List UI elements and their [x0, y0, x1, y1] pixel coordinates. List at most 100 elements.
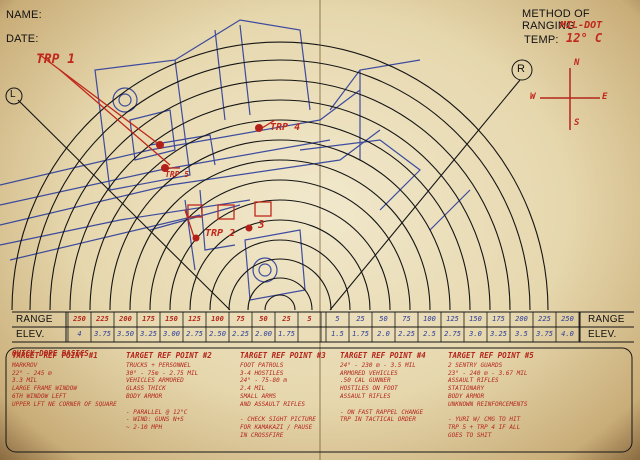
- range-left-cell: 175: [142, 315, 155, 323]
- trp-note-line: 30° - 75m - 2.75 MIL: [126, 369, 199, 377]
- range-right-cell: 250: [561, 315, 574, 323]
- elev-left-cell: 2.50: [209, 330, 226, 338]
- compass-w: W: [530, 92, 536, 102]
- trp-note-title: TARGET REF POINT #4: [340, 351, 426, 360]
- elev-left-cell: 2.75: [186, 330, 203, 338]
- trp-note-line: - ON FAST RAPPEL CHANGE: [340, 408, 424, 416]
- trp-note-title: TARGET REF POINT #1: [12, 351, 98, 360]
- elev-left-cell: 1.75: [278, 330, 295, 338]
- trp-note-line: FOOT PATROLS: [240, 361, 284, 369]
- range-right-cell: 125: [446, 315, 459, 323]
- trp1-label: TRP 1: [36, 52, 76, 67]
- range-left-cell: 200: [119, 315, 132, 323]
- range-right-cell: 50: [379, 315, 388, 323]
- elev-right-cell: 4.0: [561, 330, 574, 338]
- trp-note-line: GLASS THICK: [126, 385, 166, 393]
- name-label: NAME:: [6, 9, 42, 21]
- elev-left-cell: 3.25: [140, 330, 157, 338]
- temp-value: 12° C: [566, 31, 603, 45]
- elev-left-cell: 3.50: [117, 330, 134, 338]
- trp-note-line: - PARALLEL @ 12°C: [126, 408, 188, 416]
- left-marker: L: [10, 89, 16, 100]
- range-left-cell: 150: [165, 315, 178, 323]
- trp-note-line: ARMORED VEHICLES: [340, 369, 398, 377]
- elev-left-cell: 2.00: [255, 330, 272, 338]
- trp-note-line: [448, 409, 534, 417]
- trp-note-title: TARGET REF POINT #2: [126, 351, 212, 360]
- trp-note-line: AND ASSAULT RIFLES: [240, 400, 306, 408]
- trp-note-line: 6TH WINDOW LEFT: [12, 392, 67, 400]
- elev-left-cell: 3.00: [163, 330, 180, 338]
- quick-dope-title: QUICK DOPE BASICS: [12, 349, 89, 358]
- trp-note-line: 23° - 240 m - 3.67 MIL: [448, 369, 528, 377]
- trp-note-line: HOSTILES ON FOOT: [340, 385, 398, 393]
- trp-note-line: [126, 401, 212, 409]
- elev-right-cell: 3.25: [490, 330, 507, 338]
- trp-note-title: TARGET REF POINT #5: [448, 351, 534, 360]
- elev-right-cell: 1.5: [331, 330, 344, 338]
- range-left-cell: 225: [96, 315, 109, 323]
- trp-note-line: BODY ARMOR: [448, 392, 485, 400]
- trp-note-line: UNKNOWN REINFORCEMENTS: [448, 400, 528, 408]
- trp-note-line: TRP IN TACTICAL ORDER: [340, 416, 416, 424]
- elev-right-cell: 2.5: [423, 330, 436, 338]
- elev-right-cell: 3.0: [469, 330, 482, 338]
- elev-label-right: ELEV.: [588, 329, 617, 340]
- trp-note-line: VEHICLES ARMORED: [126, 377, 184, 385]
- range-label-left: RANGE: [16, 314, 53, 325]
- range-left-cell: 75: [236, 315, 245, 323]
- trp-note-line: SMALL ARMS: [240, 392, 277, 400]
- elev-right-cell: 2.0: [377, 330, 390, 338]
- trp-note-line: GOES TO SHIT: [448, 431, 492, 439]
- trp5-label: TRP 5: [165, 170, 190, 179]
- date-label: DATE:: [6, 33, 39, 45]
- compass-s: S: [574, 118, 580, 128]
- trp-note-line: 2 SENTRY GUARDS: [448, 361, 503, 369]
- temp-label: TEMP:: [524, 34, 559, 46]
- elev-left-cell: 2.25: [232, 330, 249, 338]
- trp-note-line: STATIONARY: [448, 385, 485, 393]
- trp-note-line: [340, 401, 426, 409]
- range-left-cell: 100: [211, 315, 224, 323]
- range-left-cell: 125: [188, 315, 201, 323]
- range-right-cell: 200: [515, 315, 528, 323]
- trp-note-line: 3.3 MIL: [12, 377, 38, 385]
- trp-note-line: - WIND: GUNS N+S: [126, 416, 184, 424]
- elev-right-cell: 1.75: [352, 330, 369, 338]
- trp2-label: TRP 2: [205, 228, 236, 239]
- compass-e: E: [602, 92, 608, 102]
- trp-note-line: - YURI W/ CMG TO HIT: [448, 416, 521, 424]
- range-label-right: RANGE: [588, 314, 625, 325]
- elev-left-cell: 4: [77, 330, 82, 338]
- trp-note-line: TRUCKS + PERSONNEL: [126, 361, 192, 369]
- trp-note-line: FOR KAMAKAZI / PAUSE: [240, 424, 313, 432]
- trp3-label: 3: [258, 218, 265, 231]
- method-label: METHOD OF RANGING: [522, 8, 590, 32]
- range-left-cell: 250: [73, 315, 86, 323]
- compass-n: N: [574, 58, 580, 68]
- trp-note-line: .50 CAL GUNNER: [340, 377, 391, 385]
- range-left-cell: 5: [307, 315, 312, 323]
- trp-note-line: 2.4 MIL: [240, 385, 266, 393]
- trp-note-line: MARKROV: [12, 361, 38, 369]
- trp-note-title: TARGET REF POINT #3: [240, 351, 326, 360]
- trp-note-line: UPPER LFT NE CORNER OF SQUARE: [12, 400, 117, 408]
- trp-note-line: BODY ARMOR: [126, 392, 163, 400]
- trp-note-line: 22° - 245 m: [12, 369, 52, 377]
- right-marker: R: [517, 63, 525, 75]
- trp-note-line: LARGE FRAME WINDOW: [12, 385, 78, 393]
- elev-right-cell: 2.75: [444, 330, 461, 338]
- trp-note-line: - CHECK SIGHT PICTURE: [240, 416, 316, 424]
- trp-note-line: TRP 5 + TRP 4 IF ALL: [448, 424, 521, 432]
- trp-note-line: [240, 409, 326, 417]
- range-right-cell: 175: [492, 315, 505, 323]
- elev-left-cell: 3.75: [94, 330, 111, 338]
- elev-right-cell: 3.75: [536, 330, 553, 338]
- method-value: MIL-DOT: [560, 20, 603, 31]
- elev-right-cell: 3.5: [515, 330, 528, 338]
